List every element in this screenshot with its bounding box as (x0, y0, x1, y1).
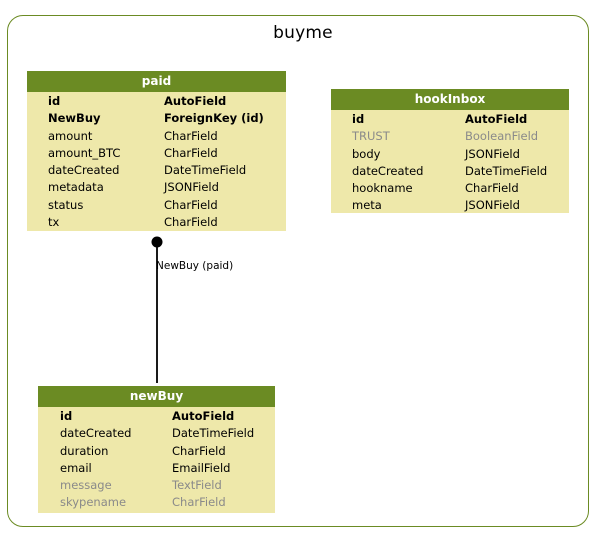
model-header: paid (27, 71, 286, 92)
field-name: hookname (352, 181, 413, 196)
model-header: hookInbox (331, 89, 569, 110)
field-name: dateCreated (48, 163, 120, 178)
field-type: CharField (164, 128, 218, 143)
field-type: JSONField (164, 180, 219, 195)
field-name: body (352, 146, 381, 161)
field-name: TRUST (352, 129, 390, 144)
field-name: skypename (60, 495, 127, 510)
field-row: status CharField (27, 197, 286, 214)
field-type: CharField (172, 443, 226, 458)
field-row: hookname CharField (331, 180, 569, 197)
field-row: id AutoField (331, 111, 569, 128)
field-row: dateCreated DateTimeField (38, 425, 275, 442)
field-row: id AutoField (38, 408, 275, 425)
field-name: id (60, 409, 73, 423)
field-name: status (48, 197, 84, 212)
field-name: duration (60, 443, 109, 458)
field-name: NewBuy (48, 111, 101, 126)
field-type: JSONField (465, 198, 520, 213)
field-row: email EmailField (38, 460, 275, 477)
field-name: id (48, 94, 61, 108)
field-name: message (60, 478, 112, 493)
field-name: id (352, 112, 365, 126)
field-row: message TextField (38, 477, 275, 494)
field-type: CharField (164, 197, 218, 212)
field-name: email (60, 460, 92, 475)
field-type: CharField (465, 181, 519, 196)
field-name: tx (48, 215, 60, 230)
model-header: newBuy (38, 386, 275, 407)
field-row: NewBuy ForeignKey (id) (27, 110, 286, 127)
field-row: dateCreated DateTimeField (27, 162, 286, 179)
field-row: amount_BTC CharField (27, 145, 286, 162)
field-row: meta JSONField (331, 197, 569, 214)
field-type: CharField (172, 495, 226, 510)
field-name: metadata (48, 180, 104, 195)
field-type: TextField (172, 478, 222, 493)
field-name: amount (48, 128, 93, 143)
field-list: id AutoField dateCreated DateTimeField durat… (38, 407, 275, 512)
relation-label: NewBuy (paid) (156, 260, 234, 272)
field-row: duration CharField (38, 443, 275, 460)
field-name: amount_BTC (48, 145, 121, 160)
field-type: DateTimeField (465, 163, 548, 178)
field-type: BooleanField (465, 129, 539, 144)
field-row: tx CharField (27, 214, 286, 231)
field-row: skypename CharField (38, 494, 275, 511)
model-newbuy[interactable]: newBuy id AutoField dateCreated DateTimeFie… (38, 386, 275, 513)
field-type: AutoField (465, 112, 528, 126)
field-row: TRUST BooleanField (331, 128, 569, 145)
field-type: DateTimeField (172, 426, 255, 441)
field-type: ForeignKey (id) (164, 111, 264, 126)
field-row: body JSONField (331, 146, 569, 163)
field-type: EmailField (172, 460, 231, 475)
app-group-frame (7, 15, 589, 527)
field-row: dateCreated DateTimeField (331, 163, 569, 180)
field-type: CharField (164, 145, 218, 160)
field-type: CharField (164, 215, 218, 230)
field-type: JSONField (465, 146, 520, 161)
field-name: dateCreated (352, 163, 424, 178)
field-row: id AutoField (27, 93, 286, 110)
field-name: meta (352, 198, 382, 213)
field-type: AutoField (164, 94, 227, 108)
field-type: AutoField (172, 409, 235, 423)
app-title: buyme (273, 23, 333, 43)
field-type: DateTimeField (164, 163, 247, 178)
field-row: amount CharField (27, 128, 286, 145)
field-row: metadata JSONField (27, 179, 286, 196)
field-name: dateCreated (60, 426, 132, 441)
